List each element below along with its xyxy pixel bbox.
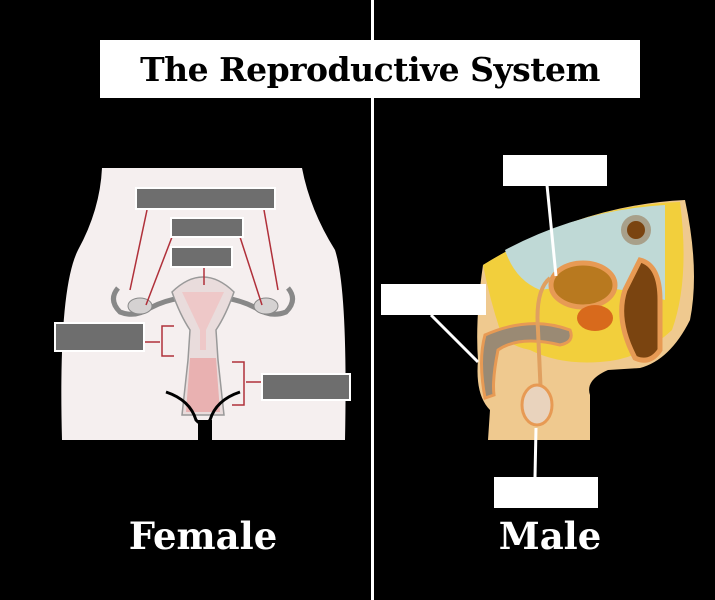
female-label-box-3[interactable] [170, 246, 233, 268]
female-label-box-1[interactable] [135, 187, 276, 210]
female-caption: Female [128, 514, 278, 558]
female-label-box-4[interactable] [54, 322, 145, 352]
female-leader-lines [129, 209, 279, 406]
female-pelvis-illustration [61, 168, 346, 440]
male-label-box-3[interactable] [494, 477, 598, 508]
male-pelvis-illustration [429, 184, 694, 478]
male-leader-lines [429, 184, 558, 478]
male-label-box-2[interactable] [381, 284, 486, 315]
male-label-box-1[interactable] [503, 155, 607, 186]
female-label-box-2[interactable] [170, 217, 244, 238]
male-caption: Male [498, 514, 602, 558]
center-divider [371, 0, 374, 600]
female-label-box-5[interactable] [261, 373, 351, 401]
page-title: The Reproductive System [140, 49, 600, 89]
title-banner: The Reproductive System [100, 40, 640, 98]
